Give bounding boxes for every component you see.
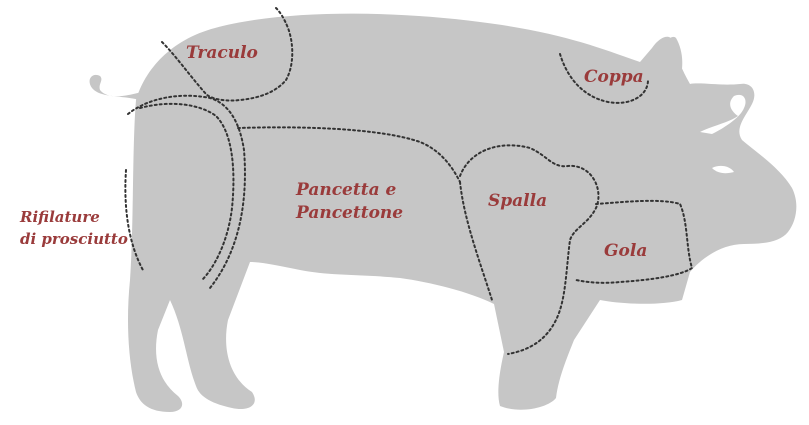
label-pancetta-line2: Pancettone [295, 203, 403, 223]
label-coppa: Coppa [584, 67, 644, 87]
label-pancetta-line1: Pancetta e [295, 180, 397, 200]
pig-tail [90, 75, 142, 100]
label-rifilature-line2: di prosciutto [20, 230, 128, 248]
label-rifilature-line1: Rifilature [19, 208, 100, 226]
pig-body [128, 14, 796, 412]
label-spalla: Spalla [488, 191, 547, 211]
label-gola: Gola [604, 241, 647, 261]
pig-silhouette [90, 14, 797, 412]
label-traculo: Traculo [186, 43, 258, 63]
